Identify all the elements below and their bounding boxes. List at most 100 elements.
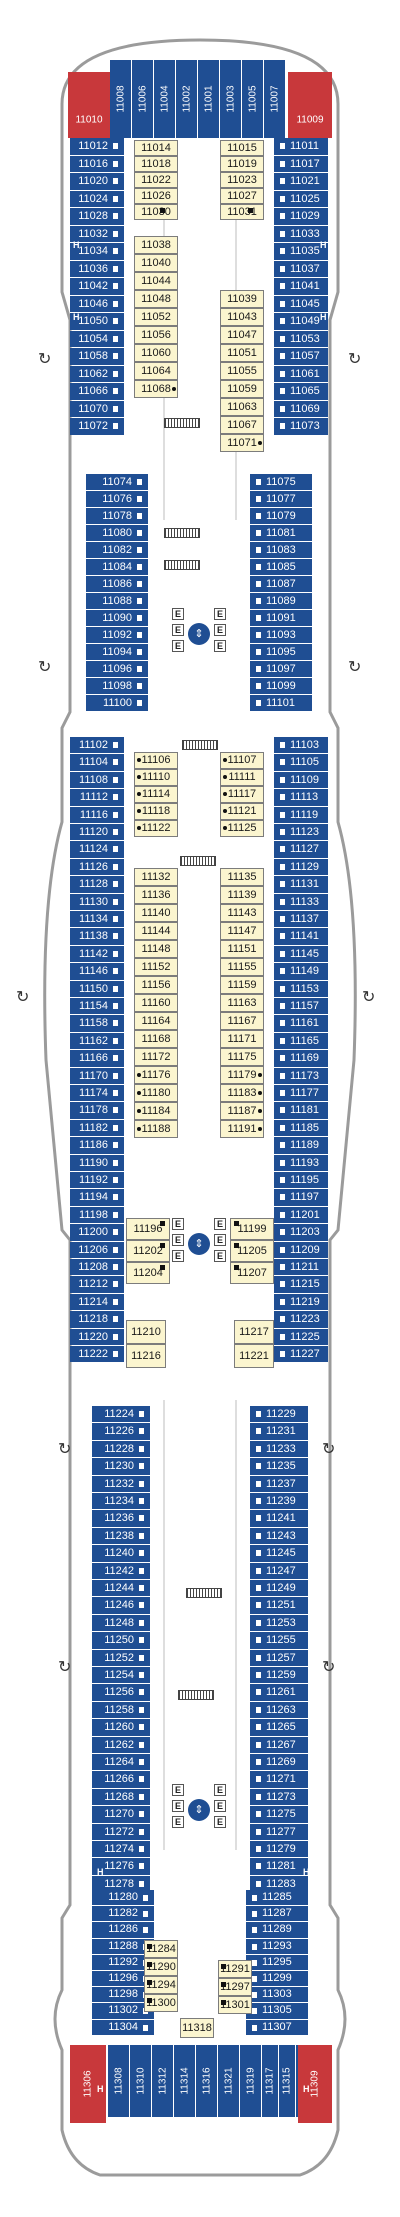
cabin-11249: 11249 [250,1580,308,1597]
cabin-11075: 11075 [250,474,312,490]
cabin-11043: 11043 [220,308,264,326]
cabin-11113: 11113 [274,789,328,806]
elevator-icon: E [172,1218,184,1230]
window-marker [256,649,261,655]
cabin-11042: 11042 [70,278,124,295]
window-marker [256,598,261,604]
cabin-11074: 11074 [86,474,148,490]
window-marker [113,195,118,202]
cabin-11235: 11235 [250,1458,308,1475]
cabin-11195: 11195 [274,1172,328,1189]
sofa-bed-marker [223,775,227,779]
cabin-11167: 11167 [220,1012,264,1030]
cabin-11210: 11210 [126,1320,166,1344]
window-marker [280,300,285,307]
window-marker [280,1333,285,1340]
bunk-marker [248,208,253,213]
cabin-11226: 11226 [92,1423,150,1440]
window-marker [139,1672,144,1678]
cabin-11203: 11203 [274,1224,328,1241]
cabin-11048: 11048 [134,290,178,308]
cabin-11151: 11151 [220,940,264,958]
window-marker [113,230,118,237]
window-marker [280,353,285,359]
window-marker [252,2008,257,2015]
elevator-icon: E [214,640,226,652]
cabin-11053: 11053 [274,330,328,347]
cabin-11090: 11090 [86,610,148,626]
rotate-arrow-icon: ↻ [38,659,52,676]
cabin-11006: 11006 [132,60,153,138]
window-marker [113,1229,118,1236]
elevator-icon: E [214,1784,226,1796]
window-marker [113,1246,118,1253]
cabin-11083: 11083 [250,542,312,558]
cabin-11173: 11173 [274,1067,328,1084]
window-marker [143,1895,148,1901]
cabin-11179: 11179 [220,1066,264,1084]
cabin-11097: 11097 [250,661,312,677]
cabin-11277: 11277 [250,1823,308,1840]
cabin-11161: 11161 [274,1015,328,1032]
cabin-11058: 11058 [70,348,124,365]
cabin-11299: 11299 [246,1971,308,1987]
cabin-11049: 11049 [274,313,328,330]
bunk-marker [234,1243,239,1248]
window-marker [113,1003,118,1009]
cabin-11291: 11291 [218,1960,252,1978]
window-marker [256,1776,261,1783]
cabin-11078: 11078 [86,508,148,524]
cabin-11239: 11239 [250,1493,308,1510]
window-marker [256,1828,261,1835]
cabin-11271: 11271 [250,1771,308,1788]
cabin-11237: 11237 [250,1475,308,1492]
stairs-icon [186,1588,222,1598]
window-marker [139,1602,144,1609]
cabin-11131: 11131 [274,876,328,893]
cabin-11147: 11147 [220,922,264,940]
cabin-11218: 11218 [70,1311,124,1328]
window-marker [256,1654,261,1661]
cabin-11314: 11314 [174,2045,195,2117]
cabin-11141: 11141 [274,928,328,945]
cabin-11122: 11122 [134,820,178,837]
cabin-11184: 11184 [134,1102,178,1120]
cabin-11149: 11149 [274,963,328,980]
cabin-11092: 11092 [86,627,148,643]
window-marker [256,1463,261,1470]
window-marker [280,1194,285,1201]
elevator-icon: E [172,608,184,620]
cabin-11310: 11310 [130,2045,151,2117]
bunk-marker [221,1982,226,1987]
cabin-11016: 11016 [70,155,124,172]
cabin-11315: 11315 [279,2045,295,2117]
cabin-11155: 11155 [220,958,264,976]
cabin-11004: 11004 [154,60,175,138]
bunk-marker [234,1265,239,1270]
cabin-11046: 11046 [70,295,124,312]
cabin-11211: 11211 [274,1259,328,1276]
lift-icon: ⇕ [188,1233,210,1255]
window-marker [139,1863,144,1870]
bunk-marker [221,2000,226,2005]
sofa-bed-marker [137,1127,141,1131]
rotate-arrow-icon: ↻ [322,1441,336,1458]
cabin-11180: 11180 [134,1084,178,1102]
window-marker [280,950,285,957]
window-marker [113,1020,118,1027]
cabin-11114: 11114 [134,786,178,803]
cabin-11206: 11206 [70,1241,124,1258]
cabin-11317: 11317 [262,2045,278,2117]
cabin-11132: 11132 [134,868,178,886]
cabin-11054: 11054 [70,330,124,347]
window-marker [139,1445,144,1452]
window-marker [256,1619,261,1626]
cabin-11152: 11152 [134,958,178,976]
cabin-11104: 11104 [70,754,124,771]
bunk-marker [160,208,165,213]
cabin-11108: 11108 [70,771,124,789]
rotate-arrow-icon: ↻ [348,351,362,368]
cabin-11208: 11208 [70,1259,124,1276]
window-marker [280,1264,285,1270]
